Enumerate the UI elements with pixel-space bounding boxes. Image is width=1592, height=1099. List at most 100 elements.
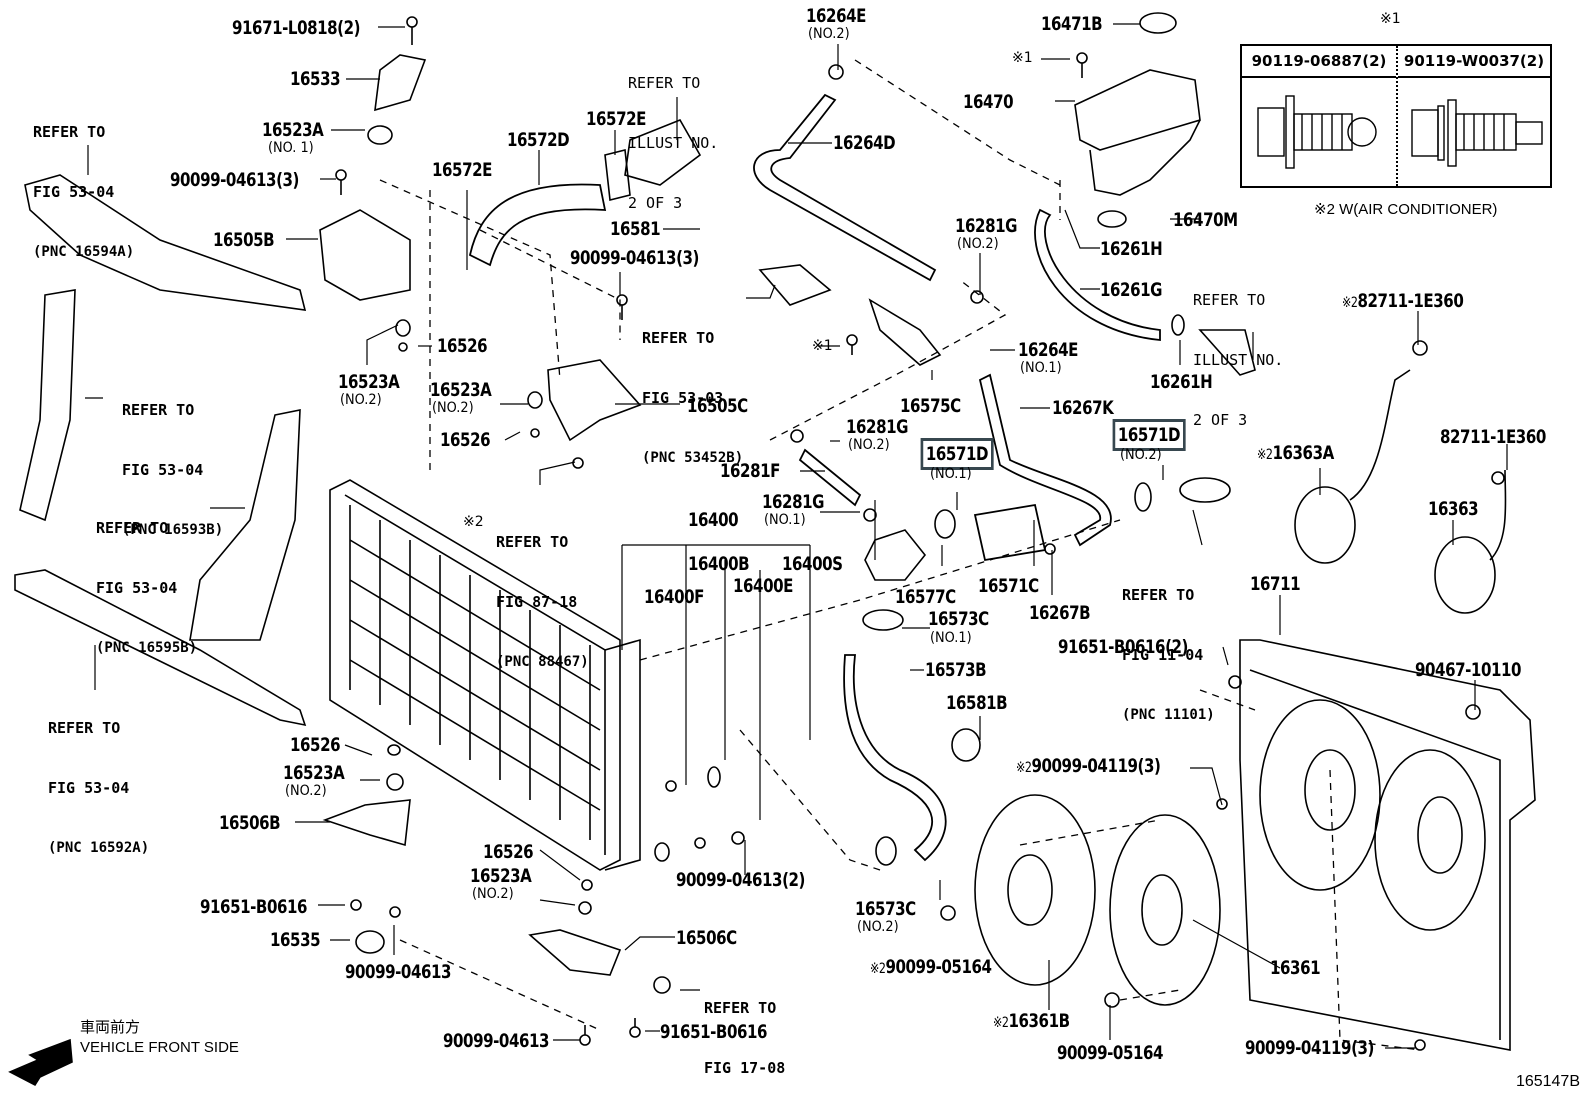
part-label-16571D-highlighted[interactable]: 16571D — [920, 438, 994, 470]
reference-line: FIG 11-04 — [1122, 646, 1204, 664]
part-label-sub: (NO.1) — [930, 630, 972, 646]
part-label-16363[interactable]: 16363 — [1428, 498, 1479, 520]
part-label-16261G[interactable]: 16261G — [1100, 279, 1163, 301]
part-label-91671-L0818[interactable]: 91671-L0818(2) — [232, 17, 361, 39]
part-label-16261H[interactable]: 16261H — [1100, 238, 1163, 260]
part-label-16400[interactable]: 16400 — [688, 509, 739, 531]
part-label-90099-04613-3[interactable]: 90099-04613(3) — [570, 247, 699, 269]
part-label-16575C[interactable]: 16575C — [900, 395, 961, 417]
reference-pnc: (PNC 16593B) — [122, 522, 224, 538]
part-label-16506B[interactable]: 16506B — [219, 812, 281, 834]
part-label-16571D-highlighted[interactable]: 16571D — [1112, 419, 1186, 451]
part-label-16267K[interactable]: 16267K — [1052, 397, 1114, 419]
part-label-16573B[interactable]: 16573B — [925, 659, 987, 681]
part-label-16572E[interactable]: 16572E — [432, 159, 492, 181]
part-label-16526[interactable]: 16526 — [437, 335, 488, 357]
reference-fig-53-03[interactable]: REFER TO FIG 53-03 (PNC 53452B) — [642, 288, 743, 488]
part-label-90467-10110[interactable]: 90467-10110 — [1415, 659, 1522, 681]
part-label-16471B[interactable]: 16471B — [1041, 13, 1103, 35]
part-label-16264E[interactable]: 16264E — [1018, 339, 1078, 361]
part-label-16572E[interactable]: 16572E — [586, 108, 646, 130]
part-label-16577C[interactable]: 16577C — [895, 586, 956, 608]
part-label-90099-05164[interactable]: ※290099-05164 — [870, 957, 992, 979]
part-label-16535[interactable]: 16535 — [270, 929, 321, 951]
part-label-16523A[interactable]: 16523A — [470, 865, 532, 887]
part-label-16573C[interactable]: 16573C — [928, 608, 989, 630]
part-label-82711-1E360[interactable]: 82711-1E360 — [1440, 426, 1546, 448]
part-label-90099-04613-2[interactable]: 90099-04613(2) — [676, 869, 805, 891]
reference-line: FIG 53-04 — [48, 779, 130, 797]
part-label-16572D[interactable]: 16572D — [507, 129, 570, 151]
part-label-16523A[interactable]: 16523A — [283, 762, 345, 784]
part-label-16361B[interactable]: ※216361B — [993, 1011, 1070, 1033]
part-label-16571C[interactable]: 16571C — [978, 575, 1039, 597]
part-label-16526[interactable]: 16526 — [440, 429, 491, 451]
part-label-16264D[interactable]: 16264D — [833, 132, 896, 154]
part-label-90099-05164[interactable]: 90099-05164 — [1057, 1042, 1164, 1064]
part-label-82711-1E360[interactable]: ※282711-1E360 — [1342, 291, 1464, 313]
part-label-16506C[interactable]: 16506C — [676, 927, 737, 949]
part-label-sub: (NO.2) — [857, 919, 899, 935]
part-label-16526[interactable]: 16526 — [483, 841, 534, 863]
part-label-16505B[interactable]: 16505B — [213, 229, 275, 251]
part-label-16523A[interactable]: 16523A — [430, 379, 492, 401]
part-label-16581B[interactable]: 16581B — [946, 692, 1008, 714]
assembly-guide-lines — [379, 59, 1421, 1051]
part-label-90099-04119-3[interactable]: ※290099-04119(3) — [1016, 756, 1161, 778]
reference-line: REFER TO — [1193, 291, 1266, 309]
fan-blade-drawings — [974, 794, 1221, 1006]
part-label-90099-04613[interactable]: 90099-04613 — [345, 961, 452, 983]
part-label-16523A[interactable]: 16523A — [338, 371, 400, 393]
reference-fig-87-18[interactable]: REFER TO FIG 87-18 (PNC 88467) — [496, 492, 589, 692]
part-label-16400B[interactable]: 16400B — [688, 553, 750, 575]
part-label-16581[interactable]: 16581 — [610, 218, 661, 240]
part-label-16281G[interactable]: 16281G — [846, 416, 909, 438]
fan-shroud-drawing — [1239, 639, 1536, 1051]
part-label-91651-B0616-2[interactable]: 91651-B0616(2) — [1058, 636, 1188, 658]
part-label-16400F[interactable]: 16400F — [644, 586, 704, 608]
reference-fig-53-04-16595B[interactable]: REFER TO FIG 53-04 (PNC 16595B) — [96, 478, 197, 678]
part-label-16363A[interactable]: ※216363A — [1257, 443, 1334, 465]
reference-fig-53-04-16592A[interactable]: REFER TO FIG 53-04 (PNC 16592A) — [48, 678, 149, 878]
reference-pnc: (PNC 11101) — [1122, 707, 1215, 723]
reference-illust-2-of-3[interactable]: REFER TO ILLUST NO. 2 OF 3 — [1193, 250, 1283, 450]
part-label-16470[interactable]: 16470 — [963, 91, 1014, 113]
part-label-16400S[interactable]: 16400S — [782, 553, 843, 575]
reference-fig-17-08[interactable]: REFER TO FIG 17-08 — [704, 958, 785, 1098]
part-label-16361[interactable]: 16361 — [1270, 957, 1321, 979]
part-label-16281G[interactable]: 16281G — [955, 215, 1018, 237]
part-label-16400E[interactable]: 16400E — [733, 575, 793, 597]
footnote-mark-2: ※2 — [993, 1015, 1009, 1031]
reference-fig-53-04-16593B[interactable]: REFER TO FIG 53-04 (PNC 16593B) — [122, 360, 223, 560]
part-label-16264E[interactable]: 16264E — [806, 5, 866, 27]
part-label-16573C[interactable]: 16573C — [855, 898, 916, 920]
part-label-16281F[interactable]: 16281F — [720, 460, 780, 482]
reference-pnc: (PNC 16594A) — [33, 244, 135, 260]
reference-line: ILLUST NO. — [628, 134, 719, 152]
part-label-90099-04119-3[interactable]: 90099-04119(3) — [1245, 1037, 1374, 1059]
reference-illust-2-of-3[interactable]: REFER TO ILLUST NO. 2 OF 3 — [628, 33, 718, 233]
part-label-16533[interactable]: 16533 — [290, 68, 341, 90]
part-label-90099-04613[interactable]: 90099-04613 — [443, 1030, 550, 1052]
part-label-16711[interactable]: 16711 — [1250, 573, 1301, 595]
part-label-91651-B0616[interactable]: 91651-B0616 — [660, 1021, 768, 1043]
reference-fig-53-04-16594A[interactable]: REFER TO FIG 53-04 (PNC 16594A) — [33, 82, 134, 282]
part-label-16470M[interactable]: 16470M — [1173, 209, 1238, 231]
vehicle-front-arrow-icon — [8, 1038, 73, 1087]
part-label-16281G[interactable]: 16281G — [762, 491, 825, 513]
part-label-sub: (NO.2) — [432, 400, 474, 416]
bolt-column-header: 90119-06887(2) — [1242, 46, 1396, 78]
part-label-16261H[interactable]: 16261H — [1150, 371, 1213, 393]
part-label-16267B[interactable]: 16267B — [1029, 602, 1091, 624]
part-label-sub: (NO.2) — [472, 886, 514, 902]
part-label-16523A[interactable]: 16523A — [262, 119, 324, 141]
part-label-16526[interactable]: 16526 — [290, 734, 341, 756]
part-label-91651-B0616[interactable]: 91651-B0616 — [200, 896, 308, 918]
part-label-90099-04613-3[interactable]: 90099-04613(3) — [170, 169, 299, 191]
bolt-column-header: 90119-W0037(2) — [1398, 46, 1550, 78]
reference-fig-11-04[interactable]: REFER TO FIG 11-04 (PNC 11101) — [1122, 545, 1215, 745]
footnote-mark-2: ※2 — [463, 514, 484, 530]
reference-line: REFER TO — [96, 519, 169, 537]
part-label-16505C[interactable]: 16505C — [687, 395, 748, 417]
